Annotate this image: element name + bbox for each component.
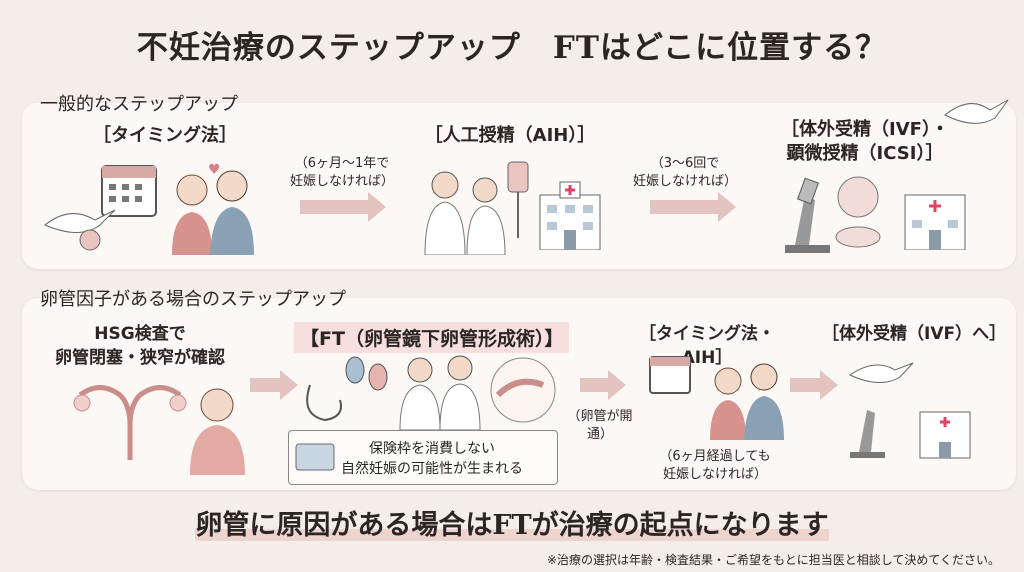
microscope-icon [850, 410, 885, 458]
transition-line: 妊娠しなければ） [632, 174, 737, 189]
transition-1-text: （6ヶ月〜1年で妊娠しなければ） [282, 155, 402, 191]
step-timing-aih-label: ［タイミング法・AIH］ [639, 324, 775, 368]
hospital-icon [904, 194, 966, 250]
uterus-icon [73, 385, 187, 460]
label-line: 卵管閉塞・狭窄が確認 [55, 348, 225, 368]
doctors-icon [399, 355, 481, 430]
headline: 卵管に原因がある場合はFTが治療の起点になります [0, 503, 1024, 542]
step-ivf-final-label: ［体外受精（IVF）へ］ [822, 324, 1007, 344]
couple-icon [710, 363, 784, 440]
benefit-line: 自然妊娠の可能性が生まれる [341, 461, 523, 477]
microscope-icon [785, 177, 830, 253]
label-line: HSG検査で [94, 324, 186, 344]
page-title: 不妊治療のステップアップ FTはどこに位置する？ [136, 30, 888, 66]
tube-open-text: （卵管が開通） [567, 409, 633, 442]
catheter-balloon-icon [306, 356, 388, 422]
couple-icon: ♥ [172, 162, 254, 255]
benefit-line: 保険枠を消費しない [369, 441, 495, 457]
arrow-icon [580, 370, 626, 400]
stork-icon [944, 99, 1009, 124]
transition-line: 妊娠しなければ） [289, 174, 394, 189]
svg-text:♥: ♥ [208, 162, 221, 178]
headline-text: 卵管に原因がある場合はFTが治療の起点になります [195, 510, 829, 541]
label-line: 顕微授精（ICSI）］ [786, 143, 944, 164]
tubal-section-label: 卵管因子がある場合のステップアップ [40, 289, 346, 310]
transition-6m-text: （6ヶ月経過しても妊娠しなければ） [650, 448, 780, 484]
transition-line: （6ヶ月〜1年で [294, 156, 390, 171]
petri-dish-icon [835, 176, 881, 248]
stork-icon [44, 209, 116, 251]
general-section-label: 一般的なステップアップ [40, 94, 238, 115]
fallopian-tube-icon [490, 357, 556, 423]
step-aih-label: ［人工授精（AIH）］ [424, 125, 596, 146]
footnote: ※治療の選択は年齢・検査結果・ご希望をもとに担当医と相談して決めてください。 [546, 553, 1000, 567]
ft-benefit-text: 保険枠を消費しない自然妊娠の可能性が生まれる [327, 439, 537, 479]
label-line: ［体外受精（IVF）・ [781, 119, 949, 140]
iv-bag-icon [507, 161, 529, 238]
arrow-icon [300, 192, 386, 222]
insurance-card-icon [295, 443, 335, 471]
calendar-icon [649, 356, 691, 394]
transition-line: （6ヶ月経過しても [659, 449, 771, 464]
arrow-icon [650, 192, 736, 222]
hospital-icon [919, 411, 971, 459]
ft-benefit-box: 保険枠を消費しない自然妊娠の可能性が生まれる [288, 430, 558, 485]
calendar-icon [101, 165, 157, 217]
transition-line: 妊娠しなければ） [662, 467, 767, 482]
step-hsg-label: HSG検査で卵管閉塞・狭窄が確認 [40, 322, 240, 370]
step-timing-label: ［タイミング法］ [93, 125, 237, 146]
hospital-icon [539, 181, 601, 250]
stork-icon [848, 362, 914, 383]
worried-woman-icon [190, 388, 245, 475]
doctors-icon [424, 171, 506, 255]
step-ivf-label: ［体外受精（IVF）・顕微授精（ICSI）］ [750, 118, 980, 166]
arrow-icon [790, 370, 838, 400]
transition-2-text: （3〜6回で妊娠しなければ） [630, 155, 740, 191]
step-ft-label: 【FT（卵管鏡下卵管形成術）】 [294, 322, 570, 353]
transition-line: （3〜6回で [650, 156, 720, 171]
arrow-icon [250, 370, 298, 400]
